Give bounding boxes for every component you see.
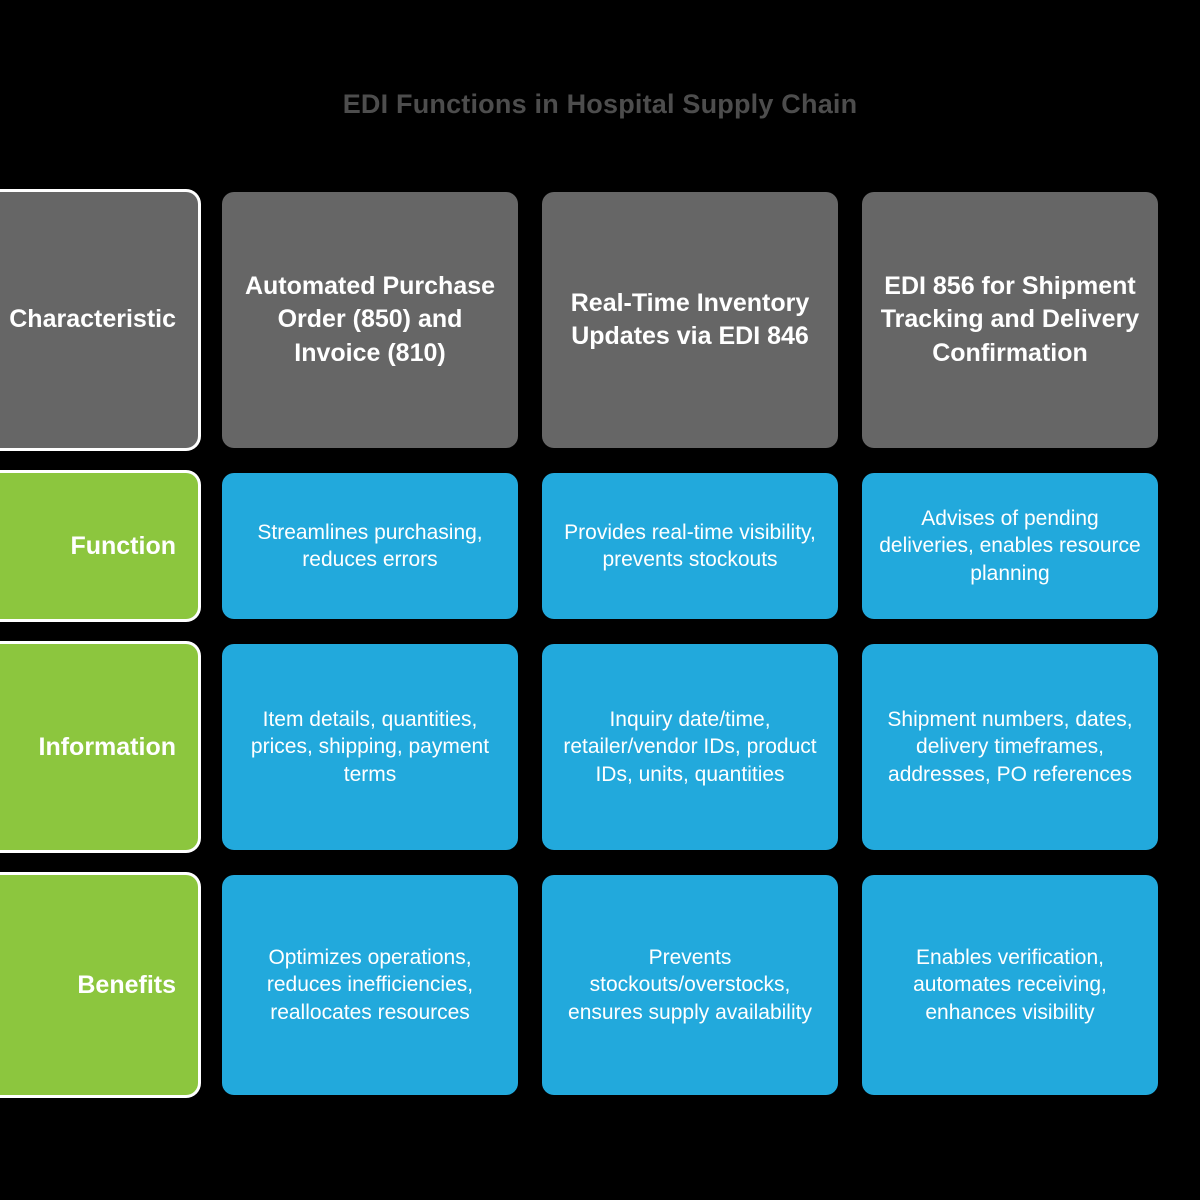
cell-text-benefits-inventory-updates: Prevents stockouts/overstocks, ensures s… <box>568 946 812 1024</box>
row-label-text-function: Function <box>70 531 176 560</box>
header-cell-purchase-order: Automated Purchase Order (850) and Invoi… <box>222 192 518 448</box>
row-label-information: Information <box>0 644 198 850</box>
cell-benefits-purchase-order: Optimizes operations, reduces inefficien… <box>222 875 518 1095</box>
cell-text-benefits-shipment-tracking: Enables verification, automates receivin… <box>913 946 1107 1024</box>
header-cell-shipment-tracking: EDI 856 for Shipment Tracking and Delive… <box>862 192 1158 448</box>
table-row: Information Item details, quantities, pr… <box>0 644 1200 850</box>
row-label-text-information: Information <box>38 732 177 761</box>
row-label-function: Function <box>0 473 198 619</box>
cell-function-purchase-order: Streamlines purchasing, reduces errors <box>222 473 518 619</box>
cell-benefits-inventory-updates: Prevents stockouts/overstocks, ensures s… <box>542 875 838 1095</box>
cell-text-benefits-purchase-order: Optimizes operations, reduces inefficien… <box>266 946 474 1024</box>
table-header-row: Characteristic Automated Purchase Order … <box>0 192 1200 448</box>
cell-text-function-shipment-tracking: Advises of pending deliveries, enables r… <box>879 507 1141 585</box>
header-cell-characteristic: Characteristic <box>0 192 198 448</box>
cell-text-information-inventory-updates: Inquiry date/time, retailer/vendor IDs, … <box>563 708 817 786</box>
header-label-characteristic: Characteristic <box>9 305 176 334</box>
header-label-inventory-updates: Real-Time Inventory Updates via EDI 846 <box>570 288 810 351</box>
cell-information-shipment-tracking: Shipment numbers, dates, delivery timefr… <box>862 644 1158 850</box>
row-label-text-benefits: Benefits <box>77 970 176 999</box>
header-label-purchase-order: Automated Purchase Order (850) and Invoi… <box>244 271 496 367</box>
comparison-table: Characteristic Automated Purchase Order … <box>0 192 1200 1120</box>
cell-benefits-shipment-tracking: Enables verification, automates receivin… <box>862 875 1158 1095</box>
cell-text-information-purchase-order: Item details, quantities, prices, shippi… <box>250 708 490 786</box>
cell-text-information-shipment-tracking: Shipment numbers, dates, delivery timefr… <box>887 708 1133 786</box>
table-row: Function Streamlines purchasing, reduces… <box>0 473 1200 619</box>
table-row: Benefits Optimizes operations, reduces i… <box>0 875 1200 1095</box>
header-label-shipment-tracking: EDI 856 for Shipment Tracking and Delive… <box>880 271 1140 367</box>
cell-function-shipment-tracking: Advises of pending deliveries, enables r… <box>862 473 1158 619</box>
cell-function-inventory-updates: Provides real-time visibility, prevents … <box>542 473 838 619</box>
header-cell-inventory-updates: Real-Time Inventory Updates via EDI 846 <box>542 192 838 448</box>
cell-information-purchase-order: Item details, quantities, prices, shippi… <box>222 644 518 850</box>
cell-information-inventory-updates: Inquiry date/time, retailer/vendor IDs, … <box>542 644 838 850</box>
row-label-benefits: Benefits <box>0 875 198 1095</box>
chart-title: EDI Functions in Hospital Supply Chain <box>342 89 858 119</box>
cell-text-function-purchase-order: Streamlines purchasing, reduces errors <box>257 520 483 571</box>
cell-text-function-inventory-updates: Provides real-time visibility, prevents … <box>564 520 816 571</box>
